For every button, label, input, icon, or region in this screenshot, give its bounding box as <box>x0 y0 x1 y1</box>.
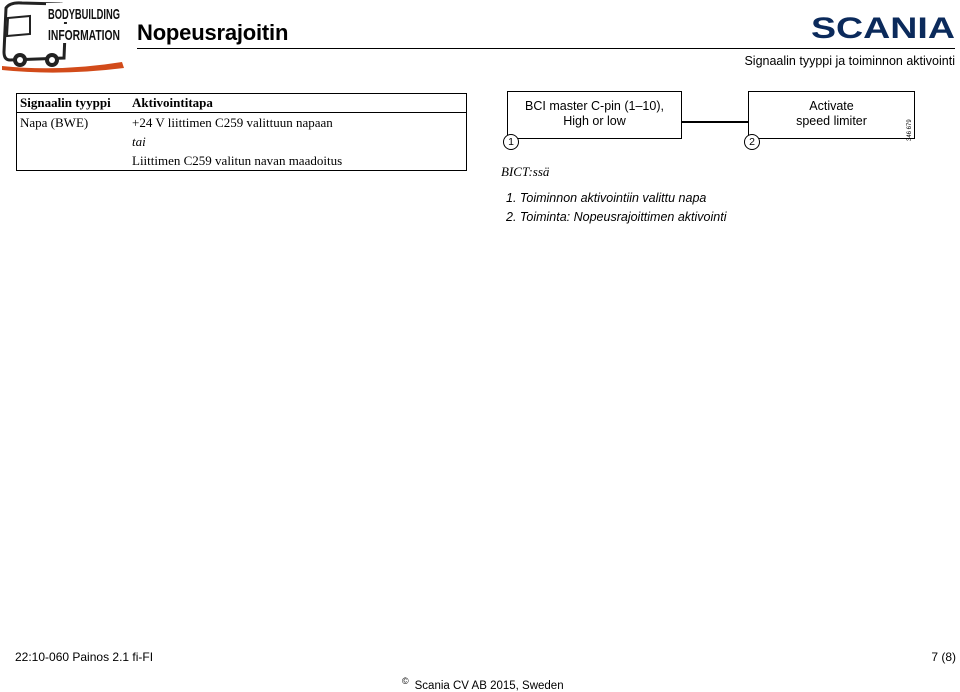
note-1: 1. Toiminnon aktivointiin valittu napa <box>506 191 707 205</box>
page-number: 7 (8) <box>931 650 956 664</box>
bci-master-label-line-1: BCI master C-pin (1–10), <box>525 99 664 113</box>
table-cell-method-line-3: Liittimen C259 valitun navan maadoitus <box>132 153 343 168</box>
note-2: 2. Toiminta: Nopeusrajoittimen aktivoint… <box>506 210 727 224</box>
copyright-notice: © Scania CV AB 2015, Sweden <box>402 676 564 692</box>
column-header-activation-method: Aktivointitapa <box>132 95 213 110</box>
column-header-signal-type: Signaalin tyyppi <box>20 95 111 110</box>
scania-logo: SCANIA <box>810 12 956 45</box>
activate-speed-limiter-box: Activate speed limiter <box>748 91 915 139</box>
header-divider <box>137 48 955 49</box>
scania-logo-graphic: SCANIA <box>811 12 955 45</box>
activation-diagram: BCI master C-pin (1–10), High or low Act… <box>497 86 937 186</box>
bci-master-label-line-2: High or low <box>563 114 626 128</box>
bci-master-box: BCI master C-pin (1–10), High or low <box>507 91 682 139</box>
scania-wordmark: SCANIA <box>811 12 955 42</box>
header-subtitle: Signaalin tyyppi ja toiminnon aktivointi <box>744 54 955 68</box>
signal-activation-table: Signaalin tyyppi Aktivointitapa Napa (BW… <box>16 93 467 171</box>
logo-graphic: BODYBUILDING INFORMATION <box>2 1 124 73</box>
copyright-symbol: © <box>402 676 409 686</box>
copyright-text: Scania CV AB 2015, Sweden <box>414 680 564 692</box>
activate-label-line-2: speed limiter <box>796 114 867 128</box>
page-title: Nopeusrajoitin <box>137 20 289 45</box>
logo-text-bottom: INFORMATION <box>48 27 120 44</box>
bodybuilding-information-logo: BODYBUILDING INFORMATION <box>0 0 128 74</box>
bict-label: BICT:ssä <box>501 164 550 179</box>
marker-1: 1 <box>503 134 519 150</box>
logo-text-top: BODYBUILDING <box>48 6 120 23</box>
marker-2: 2 <box>744 134 760 150</box>
document-reference: 22:10-060 Painos 2.1 fi-FI <box>15 650 154 664</box>
activate-label-line-1: Activate <box>809 99 854 113</box>
image-reference-code: 346 679 <box>907 119 913 141</box>
connector-line <box>682 121 748 123</box>
table-cell-signal-type: Napa (BWE) <box>20 115 89 130</box>
table-header-row <box>17 94 466 113</box>
table-cell-method-line-1: +24 V liittimen C259 valittuun napaan <box>132 115 333 130</box>
table-cell-method-line-2: tai <box>132 134 146 149</box>
